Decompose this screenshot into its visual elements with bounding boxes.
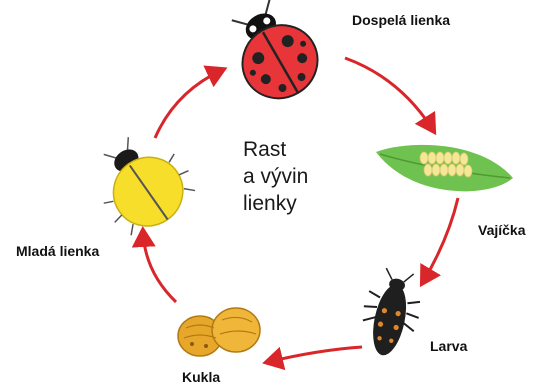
eggs-on-leaf-icon <box>376 145 513 191</box>
label-young: Mladá lienka <box>16 243 99 259</box>
title-line-3: lienky <box>243 190 308 217</box>
label-pupa: Kukla <box>182 369 220 385</box>
arrow-young-to-adult <box>155 70 222 138</box>
label-larva: Larva <box>430 338 467 354</box>
label-adult: Dospelá lienka <box>352 12 450 28</box>
arrow-adult-to-eggs <box>345 58 433 130</box>
label-eggs: Vajíčka <box>478 222 526 238</box>
ladybug-adult-icon <box>217 0 331 112</box>
arrow-larva-to-pupa <box>268 347 362 362</box>
ladybug-young-icon <box>79 120 204 245</box>
arrow-eggs-to-larva <box>423 198 458 282</box>
title-line-1: Rast <box>243 136 308 163</box>
larva-icon <box>355 265 428 361</box>
pupa-icon <box>178 308 260 356</box>
diagram-title: Rast a vývin lienky <box>243 136 308 217</box>
arrow-pupa-to-young <box>143 232 176 302</box>
title-line-2: a vývin <box>243 163 308 190</box>
